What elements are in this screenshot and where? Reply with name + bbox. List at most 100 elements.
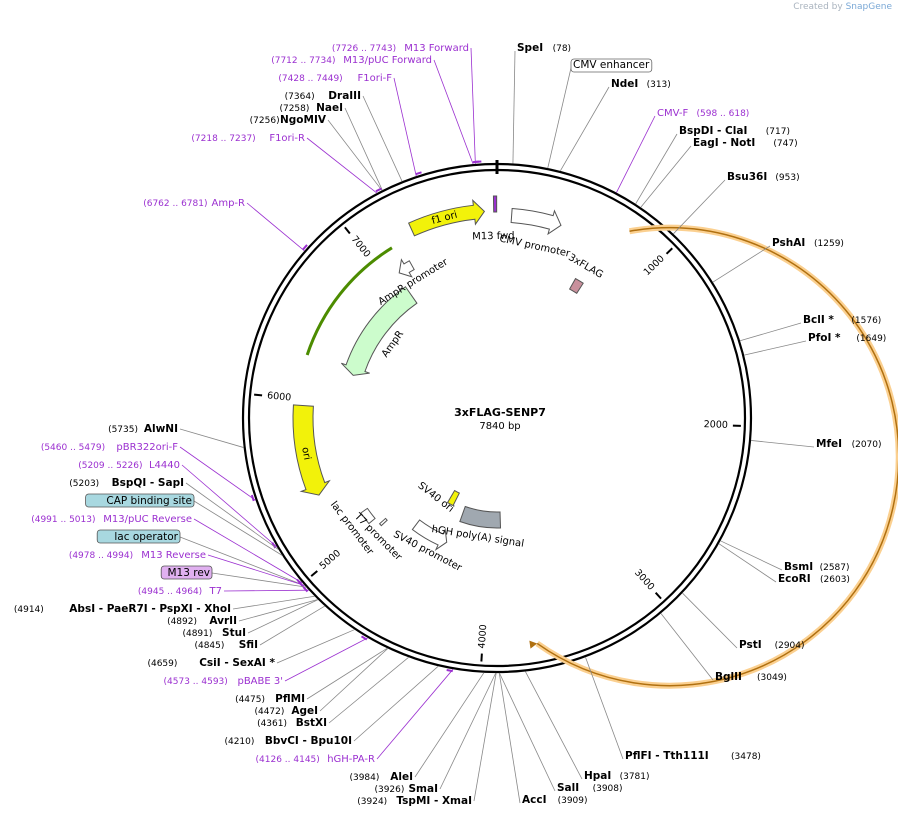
site-label-f1ori-f[interactable]: F1ori-F (358, 73, 393, 84)
site-label-m13-reverse[interactable]: M13 Reverse (141, 550, 206, 561)
site-position: (3924) (357, 797, 387, 807)
site-label-bcli[interactable]: BclI * (803, 314, 834, 326)
leader-line (306, 137, 378, 194)
leader-line (660, 613, 714, 681)
site-label-sali[interactable]: SalI (557, 782, 579, 794)
credit-prefix: Created by (793, 2, 843, 12)
feature-3xflag[interactable] (568, 277, 584, 295)
site-position: (4991 .. 5013) (31, 515, 95, 525)
site-label-pfoi[interactable]: PfoI * (808, 332, 841, 344)
feature-ori[interactable] (292, 404, 331, 496)
site-label-bsu36i[interactable]: Bsu36I (727, 171, 767, 183)
site-label-absi-paer7i-pspxi-xhoi[interactable]: AbsI - PaeR7I - PspXI - XhoI (69, 603, 231, 615)
leader-line (547, 67, 572, 169)
site-label-spei[interactable]: SpeI (517, 42, 543, 54)
site-label-f1ori-r[interactable]: F1ori-R (269, 133, 305, 144)
site-label-pbr322ori-f[interactable]: pBR322ori-F (116, 442, 178, 453)
leader-line (319, 648, 389, 712)
site-label-cmv-f[interactable]: CMV-F (657, 108, 688, 119)
site-label-cap-binding-site[interactable]: CAP binding site (106, 495, 192, 507)
site-position: (717) (766, 127, 790, 137)
feature-sv40-ori[interactable] (446, 489, 461, 507)
site-label-m13-puc-reverse[interactable]: M13/pUC Reverse (103, 514, 192, 525)
feature-sv40-promoter[interactable] (411, 519, 448, 551)
site-label-mfei[interactable]: MfeI (816, 438, 842, 450)
leader-line (559, 86, 610, 172)
leader-line (524, 671, 583, 780)
site-label-l4440[interactable]: L4440 (149, 460, 180, 471)
site-label-draiii[interactable]: DraIII (328, 90, 361, 102)
feature-lac-promoter[interactable] (360, 507, 376, 525)
leader-line (414, 672, 485, 778)
primer-mark (298, 581, 304, 588)
leader-line (276, 629, 355, 664)
feature-f1-ori[interactable] (407, 199, 486, 237)
site-label-pshai[interactable]: PshAI (772, 237, 805, 249)
leader-line (179, 536, 305, 586)
leader-line (585, 657, 624, 760)
site-label-bglii[interactable]: BglII (715, 671, 742, 683)
primer-mark (302, 244, 308, 251)
tick-mark (254, 393, 263, 397)
feature-cmv-promoter[interactable] (510, 208, 562, 236)
site-label-smai[interactable]: SmaI (409, 783, 439, 795)
leader-line (498, 672, 521, 804)
site-label-cmv-enhancer[interactable]: CMV enhancer (573, 59, 650, 71)
feature-t7-promoter[interactable] (378, 517, 388, 527)
site-label-hpai[interactable]: HpaI (584, 770, 611, 782)
site-label-ndei[interactable]: NdeI (611, 78, 638, 90)
site-label-bspqi-sapi[interactable]: BspQI - SapI (112, 477, 184, 489)
site-label-stui[interactable]: StuI (222, 627, 246, 639)
site-label-m13-rev[interactable]: M13 rev (167, 567, 210, 579)
tick-mark (654, 592, 662, 600)
feature-senp7-glow (535, 224, 898, 689)
leader-line (376, 668, 454, 760)
site-position: (4361) (257, 719, 287, 729)
site-label-m13-forward[interactable]: M13 Forward (404, 43, 469, 54)
site-label-pbabe-3[interactable]: pBABE 3' (237, 676, 283, 687)
leader-line (246, 202, 305, 252)
site-label-pflmi[interactable]: PflMI (275, 693, 305, 705)
site-label-csii-sexai[interactable]: CsiI - SexAI * (199, 657, 275, 669)
feature-m13-fwd[interactable] (492, 195, 498, 213)
site-position: (3984) (349, 773, 379, 783)
site-label-bsmi[interactable]: BsmI (784, 561, 813, 573)
site-label-bbvci-bpu10i[interactable]: BbvCI - Bpu10I (265, 735, 352, 747)
leader-line (712, 245, 771, 283)
site-label-pflfi-tth111i[interactable]: PflFI - Tth111I (625, 750, 709, 762)
site-label-alwni[interactable]: AlwNI (144, 423, 178, 435)
site-label-lac-operator[interactable]: lac operator (114, 531, 178, 543)
site-label-amp-r[interactable]: Amp-R (212, 198, 246, 209)
site-label-psti[interactable]: PstI (739, 639, 762, 651)
site-label-bstxi[interactable]: BstXI (296, 717, 327, 729)
site-label-acci[interactable]: AccI (522, 794, 546, 806)
feature-senp7[interactable] (536, 226, 898, 687)
site-label-naei[interactable]: NaeI (316, 102, 343, 114)
site-label-eagi-noti[interactable]: EagI - NotI (693, 137, 755, 149)
feature-hgh-poly-a-signal[interactable] (459, 505, 502, 529)
site-label-avrii[interactable]: AvrII (209, 615, 237, 627)
site-label-ngomiv[interactable]: NgoMIV (280, 114, 327, 126)
site-label-hgh-pa-r[interactable]: hGH-PA-R (327, 754, 375, 765)
site-label-bspdi-clai[interactable]: BspDI - ClaI (679, 125, 747, 137)
site-label-alei[interactable]: AleI (390, 771, 413, 783)
leader-line (223, 589, 309, 592)
site-label-t7[interactable]: T7 (209, 586, 222, 597)
tick-label: 6000 (267, 390, 292, 403)
feature-label-box (570, 58, 653, 73)
tick-mark (665, 247, 673, 255)
site-label-agei[interactable]: AgeI (291, 705, 318, 717)
leader-line (750, 440, 815, 448)
site-position: (7712 .. 7734) (271, 56, 335, 66)
feature-label-box (85, 493, 195, 508)
feature-ampr-promoter[interactable] (398, 258, 415, 278)
site-position: (598 .. 618) (697, 109, 750, 119)
feature-ampr[interactable] (341, 286, 418, 376)
site-position: (2603) (820, 575, 850, 585)
site-label-sfii[interactable]: SfiI (239, 639, 258, 651)
site-label-tspmi-xmai[interactable]: TspMI - XmaI (396, 795, 472, 807)
site-label-ecori[interactable]: EcoRI (778, 573, 811, 585)
credit-brand: SnapGene (845, 2, 892, 12)
site-label-m13-puc-forward[interactable]: M13/pUC Forward (343, 55, 432, 66)
leader-line (306, 647, 388, 700)
